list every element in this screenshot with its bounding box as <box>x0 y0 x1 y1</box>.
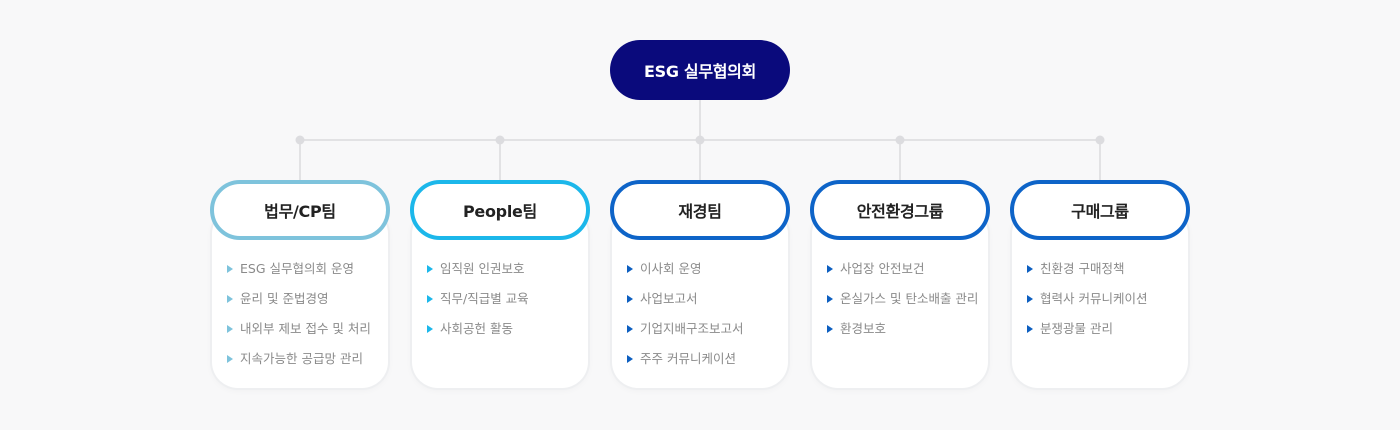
task-label: 기업지배구조보고서 <box>640 321 744 336</box>
task-label: ESG 실무협의회 운영 <box>240 261 354 276</box>
task-label: 온실가스 및 탄소배출 관리 <box>840 291 979 306</box>
triangle-bullet-icon <box>227 265 233 273</box>
task-item: 지속가능한 공급망 관리 <box>227 348 371 378</box>
task-item: 환경보호 <box>827 318 978 348</box>
task-item: 윤리 및 준법경영 <box>227 288 371 318</box>
triangle-bullet-icon <box>827 325 833 333</box>
task-label: 주주 커뮤니케이션 <box>640 351 736 366</box>
team-title: 재경팀 <box>678 202 722 221</box>
task-label: 이사회 운영 <box>640 261 702 276</box>
triangle-bullet-icon <box>427 325 433 333</box>
task-item: 이사회 운영 <box>627 258 744 288</box>
team-task-list: 이사회 운영 사업보고서 기업지배구조보고서 주주 커뮤니케이션 <box>627 258 744 378</box>
team-task-list: 사업장 안전보건 온실가스 및 탄소배출 관리 환경보호 <box>827 258 978 348</box>
junction-dot <box>895 135 905 145</box>
task-item: 온실가스 및 탄소배출 관리 <box>827 288 978 318</box>
task-item: 임직원 인권보호 <box>427 258 529 288</box>
triangle-bullet-icon <box>627 355 633 363</box>
triangle-bullet-icon <box>827 295 833 303</box>
triangle-bullet-icon <box>227 295 233 303</box>
task-item: 주주 커뮤니케이션 <box>627 348 744 378</box>
team-task-list: 친환경 구매정책 협력사 커뮤니케이션 분쟁광물 관리 <box>1027 258 1147 348</box>
task-item: 직무/직급별 교육 <box>427 288 529 318</box>
task-label: 사회공헌 활동 <box>440 321 513 336</box>
task-label: 직무/직급별 교육 <box>440 291 529 306</box>
team-task-list: 임직원 인권보호 직무/직급별 교육 사회공헌 활동 <box>427 258 529 348</box>
task-label: 내외부 제보 접수 및 처리 <box>240 321 371 336</box>
triangle-bullet-icon <box>427 295 433 303</box>
triangle-bullet-icon <box>1027 265 1033 273</box>
junction-dot <box>695 135 705 145</box>
triangle-bullet-icon <box>627 295 633 303</box>
task-label: 지속가능한 공급망 관리 <box>240 351 363 366</box>
triangle-bullet-icon <box>827 265 833 273</box>
task-item: 사회공헌 활동 <box>427 318 529 348</box>
task-item: 사업보고서 <box>627 288 744 318</box>
task-label: 협력사 커뮤니케이션 <box>1040 291 1148 306</box>
triangle-bullet-icon <box>227 325 233 333</box>
task-label: 친환경 구매정책 <box>1040 261 1125 276</box>
task-label: 임직원 인권보호 <box>440 261 525 276</box>
task-label: 윤리 및 준법경영 <box>240 291 329 306</box>
team-task-list: ESG 실무협의회 운영 윤리 및 준법경영 내외부 제보 접수 및 처리 지속… <box>227 258 371 378</box>
task-item: 기업지배구조보고서 <box>627 318 744 348</box>
esg-council-label: ESG 실무협의회 <box>643 62 757 81</box>
junction-dot <box>495 135 505 145</box>
triangle-bullet-icon <box>627 325 633 333</box>
task-item: 사업장 안전보건 <box>827 258 978 288</box>
task-item: 친환경 구매정책 <box>1027 258 1147 288</box>
team-title: 안전환경그룹 <box>856 202 944 221</box>
triangle-bullet-icon <box>627 265 633 273</box>
task-item: 내외부 제보 접수 및 처리 <box>227 318 371 348</box>
triangle-bullet-icon <box>227 355 233 363</box>
task-label: 환경보호 <box>840 321 887 336</box>
team-header: 안전환경그룹 <box>810 180 990 240</box>
task-label: 사업보고서 <box>640 291 698 306</box>
task-label: 분쟁광물 관리 <box>1040 321 1113 336</box>
team-header: 법무/CP팀 <box>210 180 390 240</box>
task-item: 협력사 커뮤니케이션 <box>1027 288 1147 318</box>
triangle-bullet-icon <box>1027 325 1033 333</box>
team-title: 법무/CP팀 <box>264 202 336 221</box>
team-title: 구매그룹 <box>1071 202 1129 221</box>
junction-dot <box>295 135 305 145</box>
triangle-bullet-icon <box>427 265 433 273</box>
esg-council-node: ESG 실무협의회 <box>610 40 790 100</box>
team-header: People팀 <box>410 180 590 240</box>
junction-dot <box>1095 135 1105 145</box>
team-header: 재경팀 <box>610 180 790 240</box>
triangle-bullet-icon <box>1027 295 1033 303</box>
task-item: 분쟁광물 관리 <box>1027 318 1147 348</box>
task-item: ESG 실무협의회 운영 <box>227 258 371 288</box>
team-header: 구매그룹 <box>1010 180 1190 240</box>
team-title: People팀 <box>463 202 537 221</box>
task-label: 사업장 안전보건 <box>840 261 925 276</box>
